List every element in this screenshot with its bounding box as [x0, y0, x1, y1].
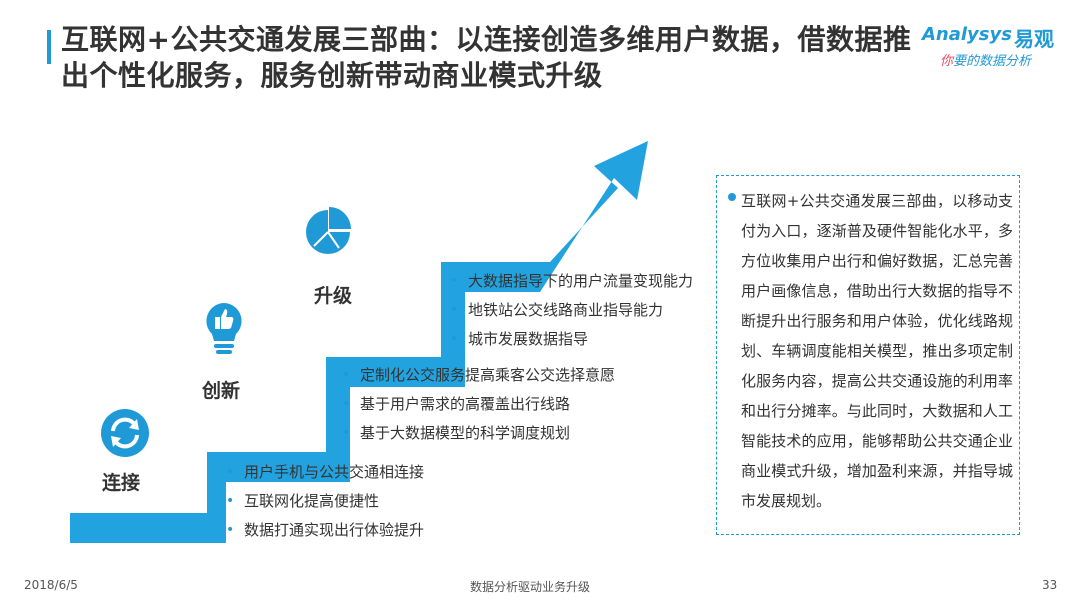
- list-item: •数据打通实现出行体验提升: [226, 521, 425, 539]
- list-item: •大数据指导下的用户流量变现能力: [450, 272, 694, 290]
- page-title: 互联网+公共交通发展三部曲：以连接创造多维用户数据，借数据推出个性化服务，服务创…: [61, 23, 912, 92]
- footer-date: 2018/6/5: [24, 578, 78, 592]
- stage-label-connect: 连接: [102, 472, 141, 494]
- description-text: 互联网+公共交通发展三部曲，以移动支付为入口，逐渐普及硬件智能化水平，多方位收集…: [741, 192, 1013, 510]
- list-item: •用户手机与公共交通相连接: [226, 463, 425, 481]
- analysys-logo: Analysys 易观 你要的数据分析: [922, 24, 1062, 74]
- description-box: [716, 175, 1020, 535]
- refresh-icon: [100, 408, 150, 458]
- stage-upgrade-bullets: •大数据指导下的用户流量变现能力 •地铁站公交线路商业指导能力 •城市发展数据指…: [446, 267, 693, 354]
- list-item: •基于大数据模型的科学调度规划: [342, 424, 571, 442]
- logo-brand-cn: 易观: [1014, 27, 1054, 51]
- page-number: 33: [1042, 578, 1058, 592]
- pie-chart-icon: [304, 206, 352, 254]
- logo-slogan: 你要的数据分析: [940, 54, 1032, 69]
- stage-innovate-bullets: •定制化公交服务提高乘客公交选择意愿 •基于用户需求的高覆盖出行线路 •基于大数…: [338, 361, 615, 448]
- list-item: •城市发展数据指导: [450, 330, 589, 348]
- footer-center-text: 数据分析驱动业务升级: [470, 580, 591, 594]
- lightbulb-icon: [203, 301, 245, 359]
- stage-label-innovate: 创新: [202, 380, 241, 402]
- stage-label-upgrade: 升级: [314, 285, 353, 307]
- title-accent-bar: [47, 30, 51, 64]
- logo-brand-en: Analysys: [922, 24, 1012, 45]
- list-item: •基于用户需求的高覆盖出行线路: [342, 395, 571, 413]
- list-item: •互联网化提高便捷性: [226, 492, 380, 510]
- list-item: •定制化公交服务提高乘客公交选择意愿: [342, 366, 616, 384]
- list-item: •地铁站公交线路商业指导能力: [450, 301, 664, 319]
- description-bullet-dot: [728, 193, 736, 201]
- stage-connect-bullets: •用户手机与公共交通相连接 •互联网化提高便捷性 •数据打通实现出行体验提升: [222, 458, 424, 545]
